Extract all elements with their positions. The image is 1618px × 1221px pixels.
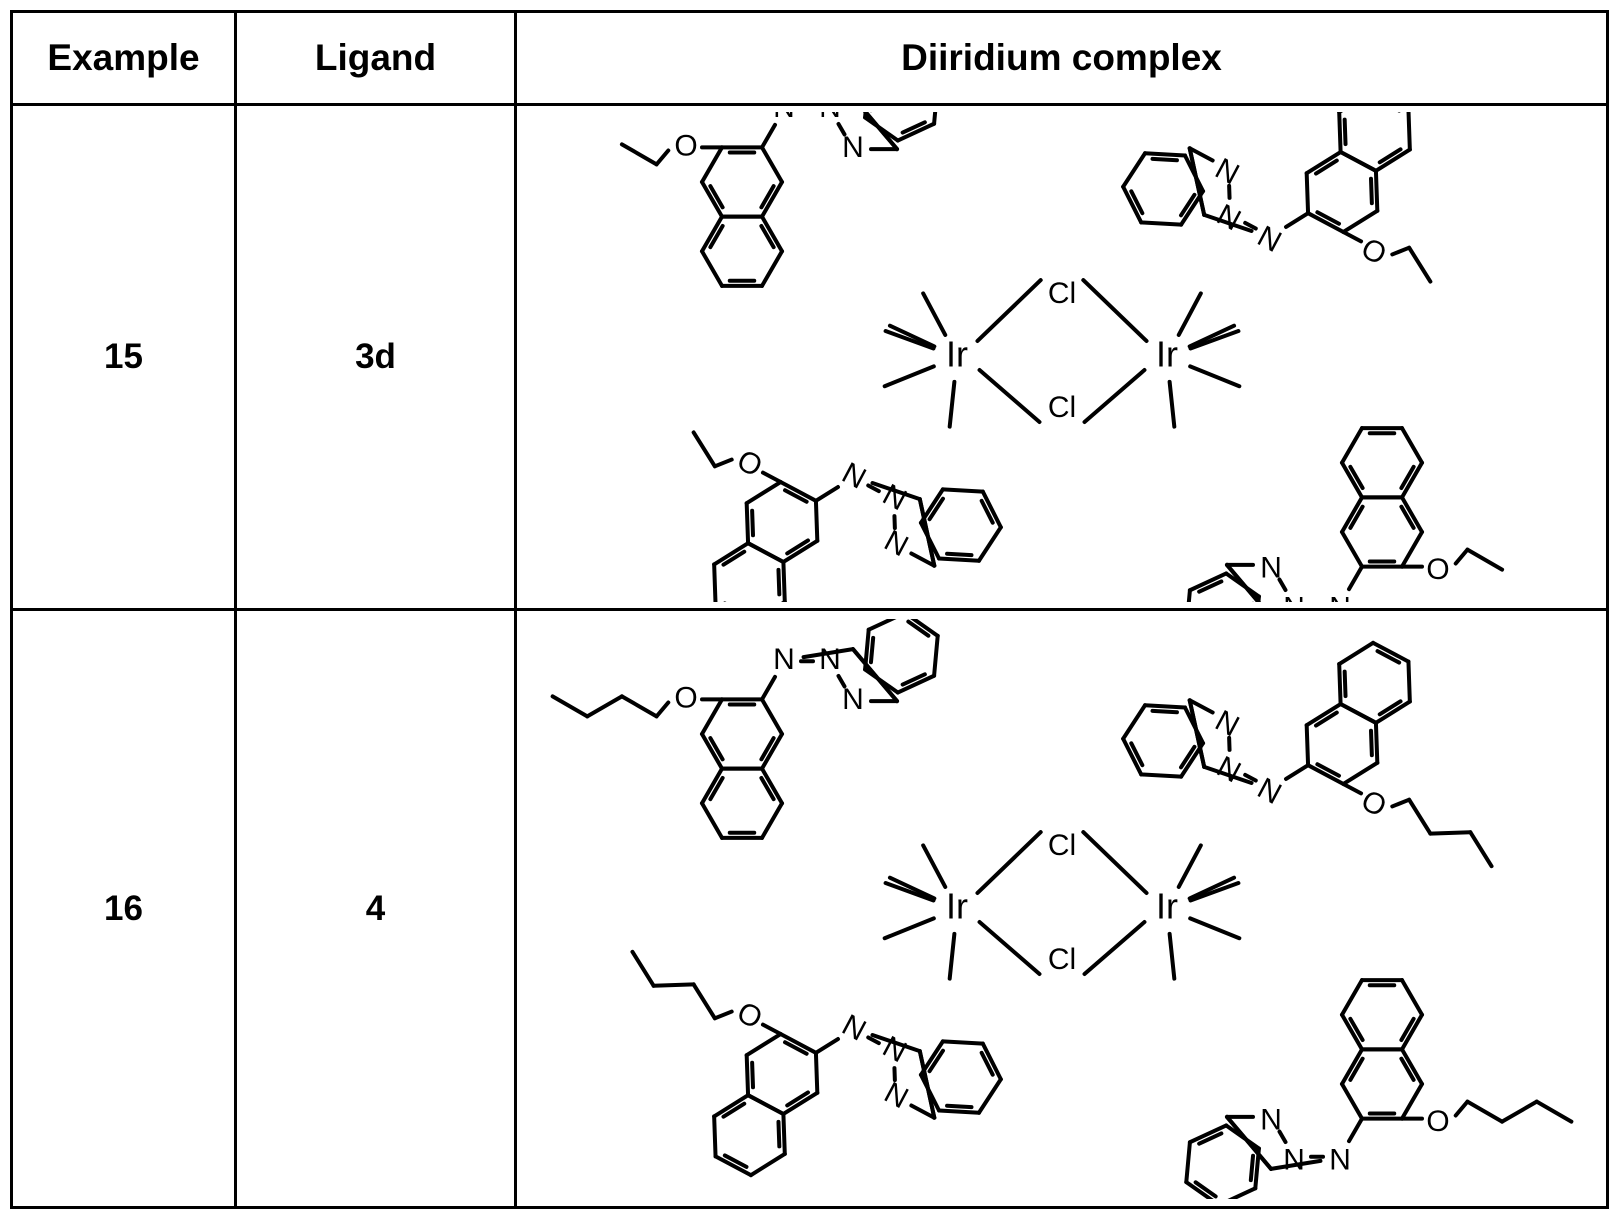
- iridium-label: Ir: [946, 334, 968, 375]
- cyclometalated-ligand: O NNN: [629, 949, 1003, 1177]
- oxygen-label: O: [731, 995, 767, 1035]
- cell-example-number: 16: [10, 608, 237, 1209]
- oxygen-label: O: [1356, 782, 1392, 822]
- nitrogen-label: N: [1260, 1102, 1282, 1135]
- nitrogen-label: N: [1212, 197, 1247, 236]
- oxygen-label: O: [1356, 230, 1392, 270]
- nitrogen-label: N: [1210, 702, 1245, 741]
- column-header-example: Example: [10, 10, 237, 106]
- cell-ligand-id: 4: [234, 608, 517, 1209]
- nitrogen-label: N: [1212, 748, 1247, 787]
- nitrogen-label: N: [773, 112, 795, 124]
- nitrogen-label: N: [877, 478, 912, 517]
- nitrogen-label: N: [1329, 1141, 1351, 1174]
- chloride-label: Cl: [1047, 829, 1075, 862]
- chloride-label: Cl: [1047, 277, 1075, 310]
- chloride-label: Cl: [1047, 391, 1075, 424]
- chloride-label: Cl: [1047, 943, 1075, 976]
- nitrogen-label: N: [1283, 1141, 1305, 1174]
- nitrogen-label: N: [1252, 770, 1287, 809]
- oxygen-label: O: [674, 129, 697, 162]
- oxygen-label: O: [1426, 552, 1449, 585]
- diiridium-complex-table: Example Ligand Diiridium complex 15 3d O…: [10, 10, 1609, 1209]
- cyclometalated-ligand: O NNN: [1120, 640, 1494, 868]
- nitrogen-label: N: [878, 1076, 913, 1115]
- nitrogen-label: N: [1210, 151, 1245, 190]
- cyclometalated-ligand: O NNN: [691, 430, 1003, 603]
- oxygen-label: O: [674, 681, 697, 714]
- nitrogen-label: N: [1329, 590, 1351, 602]
- iridium-label: Ir: [946, 885, 968, 926]
- iridium-label: Ir: [1156, 885, 1178, 926]
- nitrogen-label: N: [773, 643, 795, 676]
- cell-ligand-id: 3d: [234, 102, 517, 612]
- nitrogen-label: N: [836, 457, 871, 496]
- nitrogen-label: N: [819, 643, 841, 676]
- nitrogen-label: N: [878, 524, 913, 563]
- cell-example-number: 15: [10, 102, 237, 612]
- oxygen-label: O: [1426, 1103, 1449, 1136]
- iridium-label: Ir: [1156, 334, 1178, 375]
- nitrogen-label: N: [1283, 590, 1305, 602]
- column-header-ligand: Ligand: [234, 10, 517, 106]
- nitrogen-label: N: [842, 683, 864, 716]
- nitrogen-label: N: [842, 131, 864, 164]
- nitrogen-label: N: [1252, 218, 1287, 257]
- nitrogen-label: N: [877, 1030, 912, 1069]
- nitrogen-label: N: [836, 1008, 871, 1047]
- column-header-diiridium-complex: Diiridium complex: [514, 10, 1609, 106]
- table-header-row: Example Ligand Diiridium complex: [10, 10, 1609, 106]
- oxygen-label: O: [731, 444, 767, 484]
- nitrogen-label: N: [819, 112, 841, 124]
- nitrogen-label: N: [1260, 550, 1282, 583]
- cyclometalated-ligand: O NNN: [1120, 112, 1432, 284]
